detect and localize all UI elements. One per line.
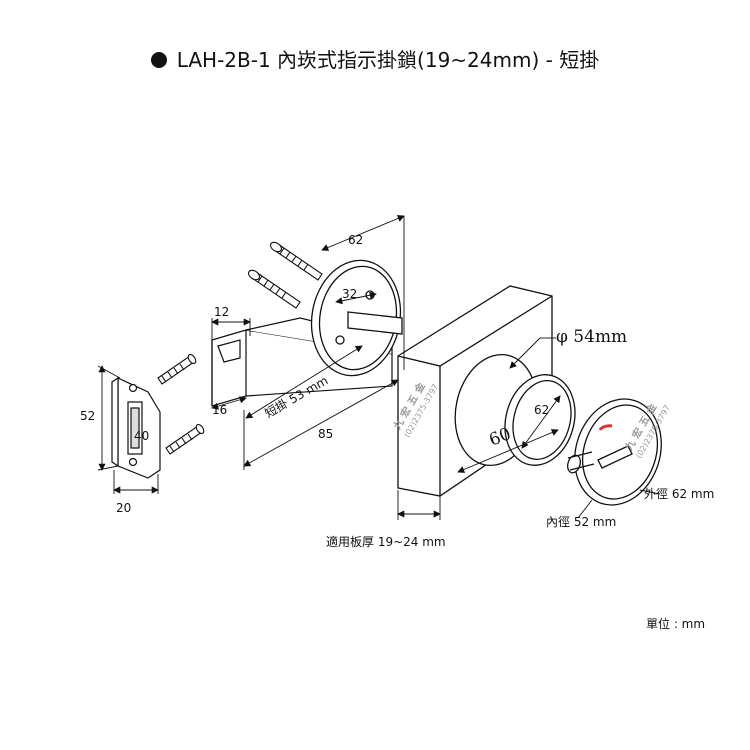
dim-latch-depth: 16 xyxy=(212,403,227,417)
dim-rose-diameter: 62 xyxy=(348,233,363,247)
dim-strike-height: 52 xyxy=(80,409,95,423)
dim-overall-length: 85 xyxy=(318,427,333,441)
dim-inner-diameter: 內徑 52 mm xyxy=(546,515,616,529)
latch-screws xyxy=(247,241,323,309)
title-bullet-icon xyxy=(150,52,167,68)
dim-strike-width: 20 xyxy=(116,501,131,515)
dim-hole-diameter: φ 54mm xyxy=(556,327,627,347)
strike-screws xyxy=(157,353,205,455)
dim-spindle-offset: 32 xyxy=(342,287,357,301)
unit-label: 單位 : mm xyxy=(646,616,705,631)
title-text: LAH-2B-1 內崁式指示掛鎖(19~24mm) - 短掛 xyxy=(176,48,600,72)
dim-strike-inner: 40 xyxy=(134,429,149,443)
dim-board-thickness: 適用板厚 19~24 mm xyxy=(326,534,446,549)
dimension-lines xyxy=(97,215,661,520)
outside-indicator-rose xyxy=(567,398,662,506)
dim-ring-diameter: 62 xyxy=(534,403,549,417)
dim-latch-width: 12 xyxy=(214,305,229,319)
strike-plate xyxy=(111,376,161,479)
dim-outer-diameter: 外徑 62 mm xyxy=(644,487,714,501)
diagram-title: LAH-2B-1 內崁式指示掛鎖(19~24mm) - 短掛 xyxy=(0,44,750,73)
